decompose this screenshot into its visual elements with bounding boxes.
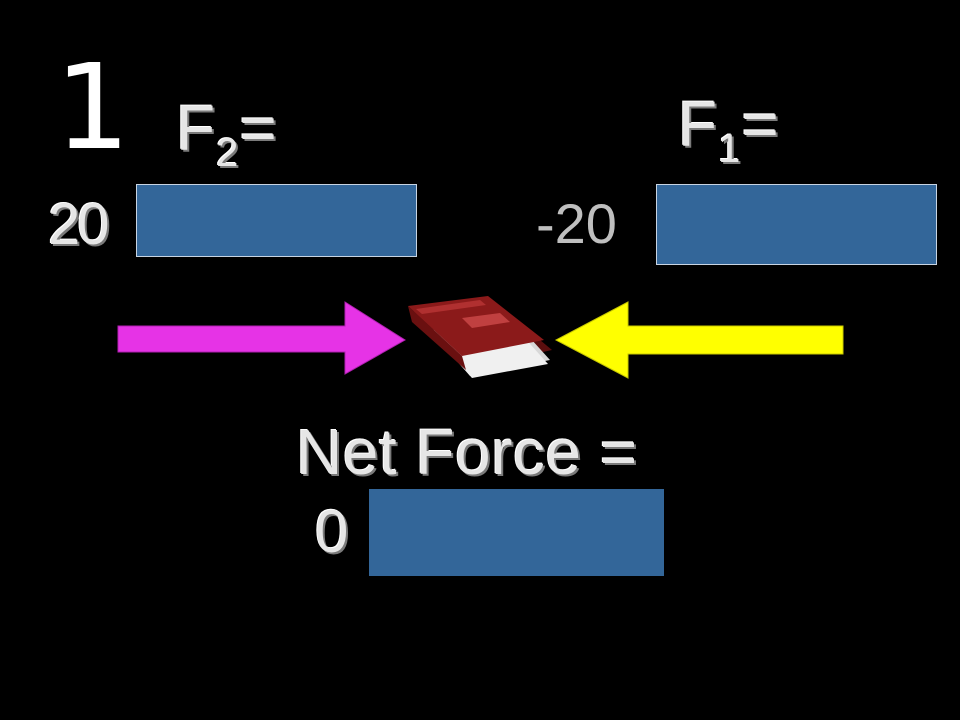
f2-equals: =	[239, 92, 278, 164]
f1-subscript: 1	[718, 127, 742, 171]
net-force-label: Net Force =	[296, 416, 638, 488]
f1-answer-box[interactable]	[656, 184, 937, 265]
net-force-answer-box[interactable]	[369, 489, 664, 576]
f2-letter: F	[176, 92, 217, 164]
book-icon	[408, 296, 552, 378]
slide-number: 1	[55, 38, 131, 176]
f2-subscript: 2	[216, 131, 240, 175]
f1-value: -20	[536, 192, 617, 255]
f2-label: F2=	[176, 96, 278, 173]
f1-equals: =	[741, 88, 780, 160]
f1-label: F1=	[678, 92, 780, 169]
f2-answer-box[interactable]	[136, 184, 417, 257]
net-force-value: 0	[315, 498, 349, 565]
arrow-left-icon	[554, 301, 844, 379]
arrow-right-icon	[117, 301, 406, 375]
f2-value: 20	[48, 192, 109, 257]
f1-letter: F	[678, 88, 719, 160]
